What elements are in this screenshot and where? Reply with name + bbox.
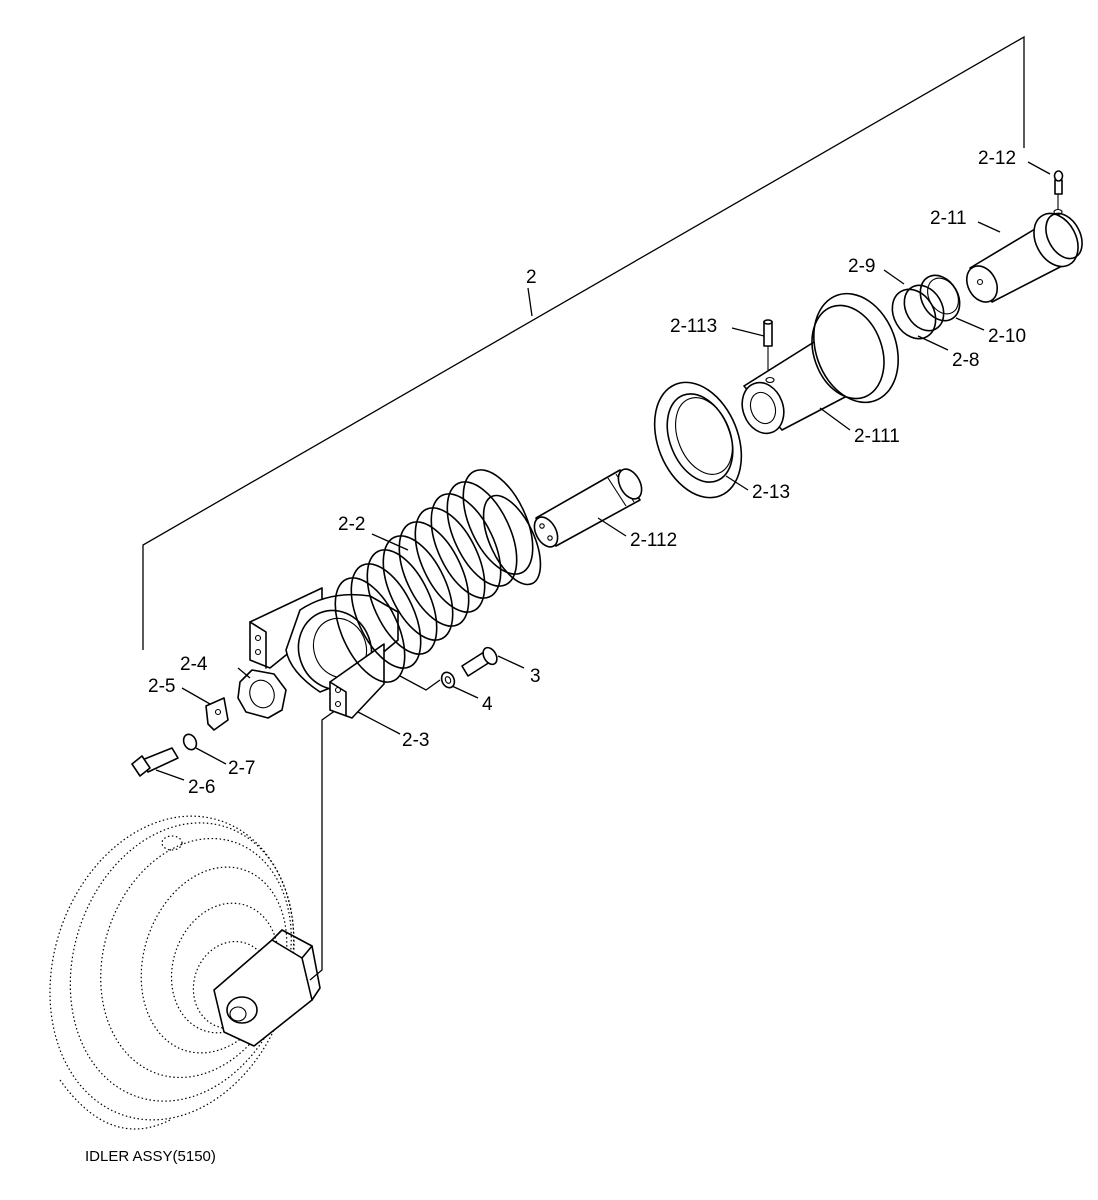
callout-2-111: 2-111 — [854, 426, 900, 447]
yoke-to-idler-link-line — [309, 704, 344, 981]
callout-2-7: 2-7 — [228, 758, 255, 779]
lock-plate-part — [205, 697, 229, 731]
callout-2-4: 2-4 — [180, 654, 208, 675]
pin-part — [763, 319, 773, 370]
callout-2-11: 2-11 — [930, 208, 967, 229]
callout-2-113: 2-113 — [670, 316, 717, 337]
callout-2-5: 2-5 — [148, 676, 175, 697]
cylinder-part — [741, 292, 899, 435]
rod-part — [533, 468, 643, 548]
idler-bearing-block — [213, 929, 321, 1047]
callout-2-10: 2-10 — [988, 326, 1026, 347]
grease-cylinder-part — [965, 208, 1083, 303]
leader-lines — [155, 161, 1051, 781]
bolt-part-3 — [461, 646, 498, 677]
callout-labels: 2 2-2 2-3 2-4 2-5 2-6 2-7 2-8 2-9 2-10 2… — [148, 148, 1026, 798]
callout-2-2: 2-2 — [338, 514, 365, 535]
o-ring-seals — [891, 274, 961, 340]
yoke-part — [249, 587, 399, 719]
grease-fitting-part — [1053, 170, 1064, 210]
callout-3: 3 — [530, 666, 541, 687]
callout-2-112: 2-112 — [630, 530, 677, 551]
callout-2-3: 2-3 — [402, 730, 429, 751]
assembly-bracket-line — [142, 35, 1025, 650]
callout-4: 4 — [482, 694, 493, 715]
callout-2-6: 2-6 — [188, 777, 215, 798]
hex-nut-part — [237, 669, 287, 719]
bolt-part-2-6 — [131, 747, 179, 777]
callout-2-9: 2-9 — [848, 256, 875, 277]
callout-2-12: 2-12 — [978, 148, 1016, 169]
washer-part-4 — [440, 671, 456, 689]
washer-plate-part — [653, 381, 743, 499]
lock-washer-part — [182, 733, 198, 751]
idler-assembly-caption: IDLER ASSY(5150) — [85, 1148, 216, 1165]
callout-2-8: 2-8 — [952, 350, 979, 371]
callout-2-13: 2-13 — [752, 482, 790, 503]
callout-2: 2 — [526, 267, 537, 288]
recoil-spring-part — [334, 469, 542, 683]
